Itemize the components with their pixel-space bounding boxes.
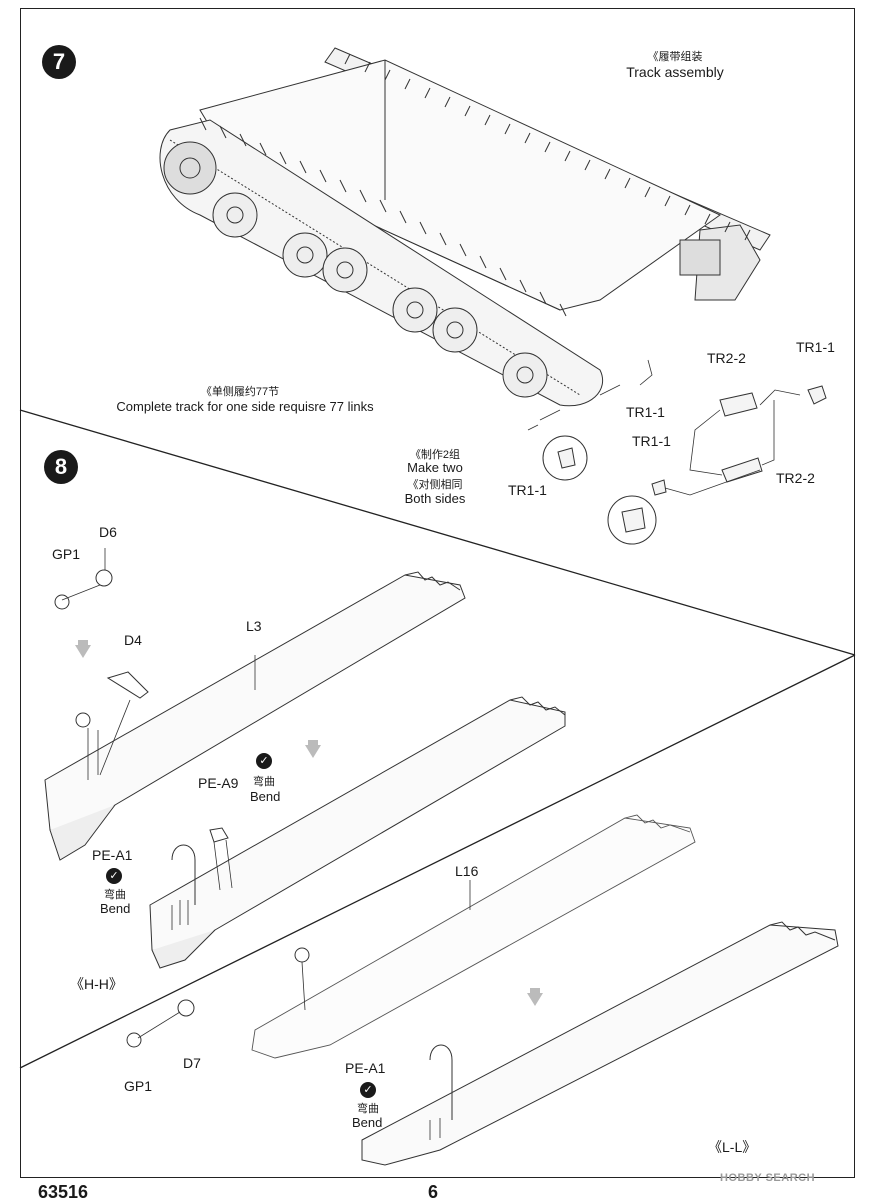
page-frame: [20, 8, 855, 1178]
fender-l16-drawing: [251, 814, 696, 1059]
label-tr22-right: TR2-2: [776, 470, 815, 486]
label-gp1-top: GP1: [52, 546, 81, 562]
part-gp1-top: [54, 594, 70, 610]
track-link-details: [542, 385, 827, 545]
divider-hh-ll: [19, 654, 856, 1069]
label-pe-a1-left: PE-A1: [92, 847, 133, 863]
track-part-tr11-topright: [807, 385, 827, 405]
bend-icon-2: ✓: [106, 868, 122, 884]
part-d7: [177, 999, 195, 1017]
step-8-badge: 8: [44, 450, 78, 484]
label-tr11-mid: TR1-1: [626, 404, 665, 420]
fender-l3-drawing: [44, 571, 466, 861]
label-d4: D4: [124, 632, 142, 648]
tank-hull-drawing: [159, 47, 771, 407]
label-bend-en-1: Bend: [250, 789, 281, 804]
step8-guide-lines: [61, 548, 471, 1140]
label-bend-en-2: Bend: [100, 901, 131, 916]
label-bend-cn-3: 弯曲: [357, 1103, 379, 1115]
page-number: 6: [428, 1182, 439, 1202]
label-pe-a9: PE-A9: [198, 775, 239, 791]
track-part-tr11-left: [651, 479, 667, 496]
bend-icon-1: ✓: [256, 753, 272, 769]
track-part-tr22-right: [721, 457, 763, 483]
part-clip-top: [75, 712, 91, 728]
track-part-tr22-top: [719, 392, 758, 417]
product-code: 63516: [38, 1182, 89, 1202]
part-gp1-bottom: [126, 1032, 142, 1048]
step-7-badge: 7: [42, 45, 76, 79]
step7-note-en: Complete track for one side requisre 77 …: [116, 399, 374, 414]
label-tr11-left: TR1-1: [632, 433, 671, 449]
label-bend-cn-2: 弯曲: [104, 889, 126, 901]
part-pe-a9: [209, 827, 229, 843]
label-l3: L3: [246, 618, 262, 634]
step7-make-en: Make two: [407, 460, 463, 475]
fender-ll-drawing: [361, 921, 839, 1166]
label-d6: D6: [99, 524, 117, 540]
label-tr22-top: TR2-2: [707, 350, 746, 366]
label-bend-cn-1: 弯曲: [253, 776, 275, 788]
label-d7: D7: [183, 1055, 201, 1071]
step7-title-en: Track assembly: [626, 64, 724, 80]
label-pe-a1-bottom: PE-A1: [345, 1060, 386, 1076]
label-bend-en-3: Bend: [352, 1115, 383, 1130]
part-clip-l16: [294, 947, 310, 963]
label-tr11-bottom: TR1-1: [508, 482, 547, 498]
step7-make-cn: 《制作2组: [409, 449, 461, 461]
label-tr11-topright: TR1-1: [796, 339, 835, 355]
part-pe-a1-bottom: [429, 1044, 453, 1120]
watermark: HOBBY SEARCH: [720, 1172, 816, 1184]
label-ll: 《L-L》: [708, 1139, 757, 1155]
label-l16: L16: [455, 863, 479, 879]
step7-title-cn: 《履带组装: [647, 51, 703, 63]
small-parts-step8: [54, 569, 453, 1120]
label-hh: 《H-H》: [70, 976, 123, 992]
label-gp1-bottom: GP1: [124, 1078, 153, 1094]
part-pe-a1-left: [171, 844, 196, 905]
direction-arrows: [75, 640, 543, 1006]
divider-step7-8: [19, 409, 856, 656]
step7-sides-cn: 《对侧相同: [407, 479, 463, 491]
part-d4: [106, 671, 149, 699]
step7-sides-en: Both sides: [404, 491, 466, 506]
assembly-guide-lines: [527, 359, 801, 496]
fender-middle-drawing: [149, 696, 566, 969]
step7-note-cn: 《单侧履约77节: [200, 386, 280, 398]
bend-icon-3: ✓: [360, 1082, 376, 1098]
part-d6: [95, 569, 113, 587]
